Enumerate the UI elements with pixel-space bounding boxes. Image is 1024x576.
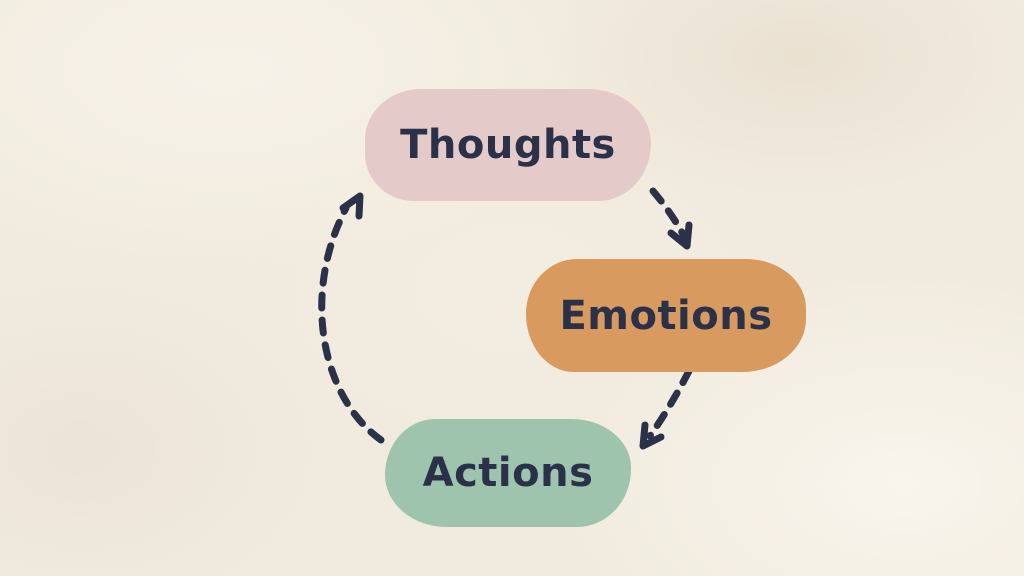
arrow-actions-to-thoughts xyxy=(318,192,385,444)
arrow-emotions-to-actions xyxy=(639,367,693,450)
node-thoughts-label: Thoughts xyxy=(400,122,616,168)
arrowhead-icon xyxy=(339,192,364,220)
node-emotions: Emotions xyxy=(526,259,806,372)
arrowhead-icon xyxy=(667,221,693,250)
node-actions-label: Actions xyxy=(422,450,594,496)
node-emotions-label: Emotions xyxy=(559,292,773,339)
arrow-thoughts-to-emotions xyxy=(649,187,693,250)
node-thoughts: Thoughts xyxy=(365,89,651,201)
arrowhead-icon xyxy=(639,421,665,450)
node-actions: Actions xyxy=(385,419,631,527)
